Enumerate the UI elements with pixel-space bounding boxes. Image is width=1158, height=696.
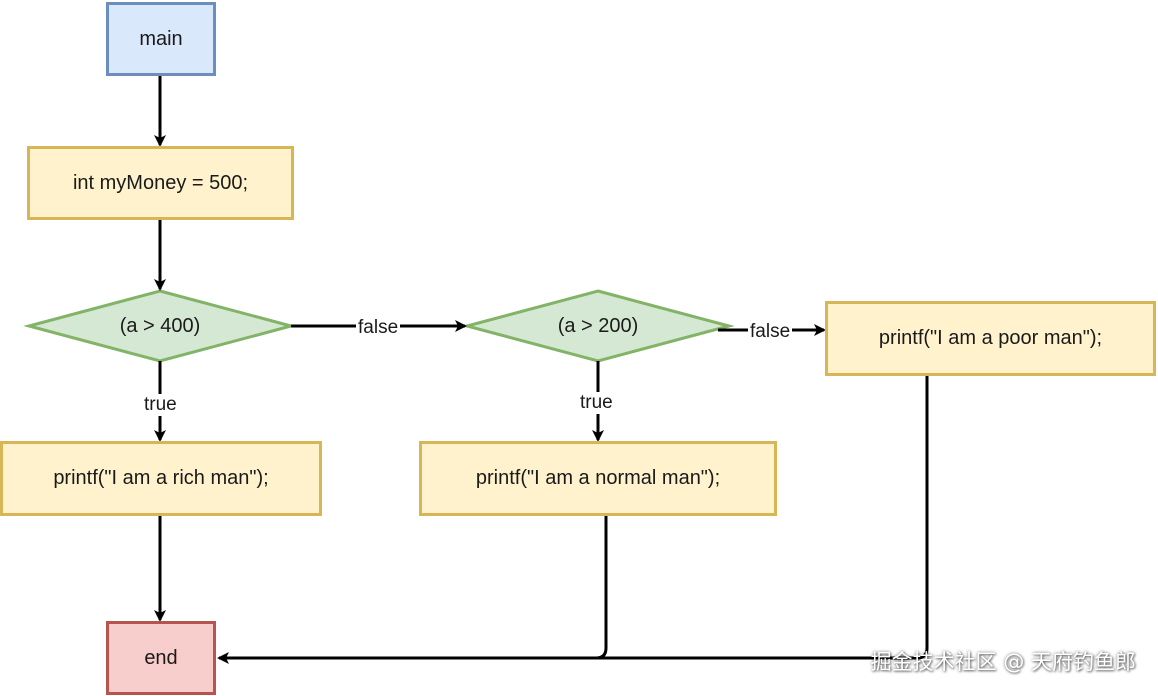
watermark-text: 掘金技术社区 @ 天府钓鱼郎	[870, 650, 1136, 674]
start-node-main: main	[106, 2, 216, 76]
decision-a-gt-400-label: (a > 400)	[119, 314, 201, 337]
end-node-label: end	[144, 646, 178, 669]
edge-normal-to-end	[595, 516, 608, 660]
edge-label-cond1-true: true	[142, 394, 179, 416]
edge-label-cond2-true: true	[578, 392, 615, 414]
process-node-print-rich: printf("I am a rich man");	[0, 441, 322, 516]
start-node-main-label: main	[139, 27, 183, 50]
process-node-assign-money-label: int myMoney = 500;	[72, 171, 249, 194]
process-node-print-rich-label: printf("I am a rich man");	[53, 467, 269, 489]
process-node-print-normal-label: printf("I am a normal man");	[475, 467, 721, 489]
process-node-print-poor-label: printf("I am a poor man");	[878, 327, 1103, 349]
process-node-print-poor: printf("I am a poor man");	[825, 301, 1156, 376]
decision-a-gt-200-label: (a > 200)	[557, 314, 639, 337]
edge-label-cond2-false: false	[748, 321, 793, 343]
edge-poor-to-end	[217, 376, 929, 664]
process-node-print-normal: printf("I am a normal man");	[419, 441, 777, 516]
end-node: end	[106, 621, 216, 695]
edge-label-cond1-false: false	[356, 317, 401, 339]
process-node-assign-money: int myMoney = 500;	[27, 146, 294, 220]
